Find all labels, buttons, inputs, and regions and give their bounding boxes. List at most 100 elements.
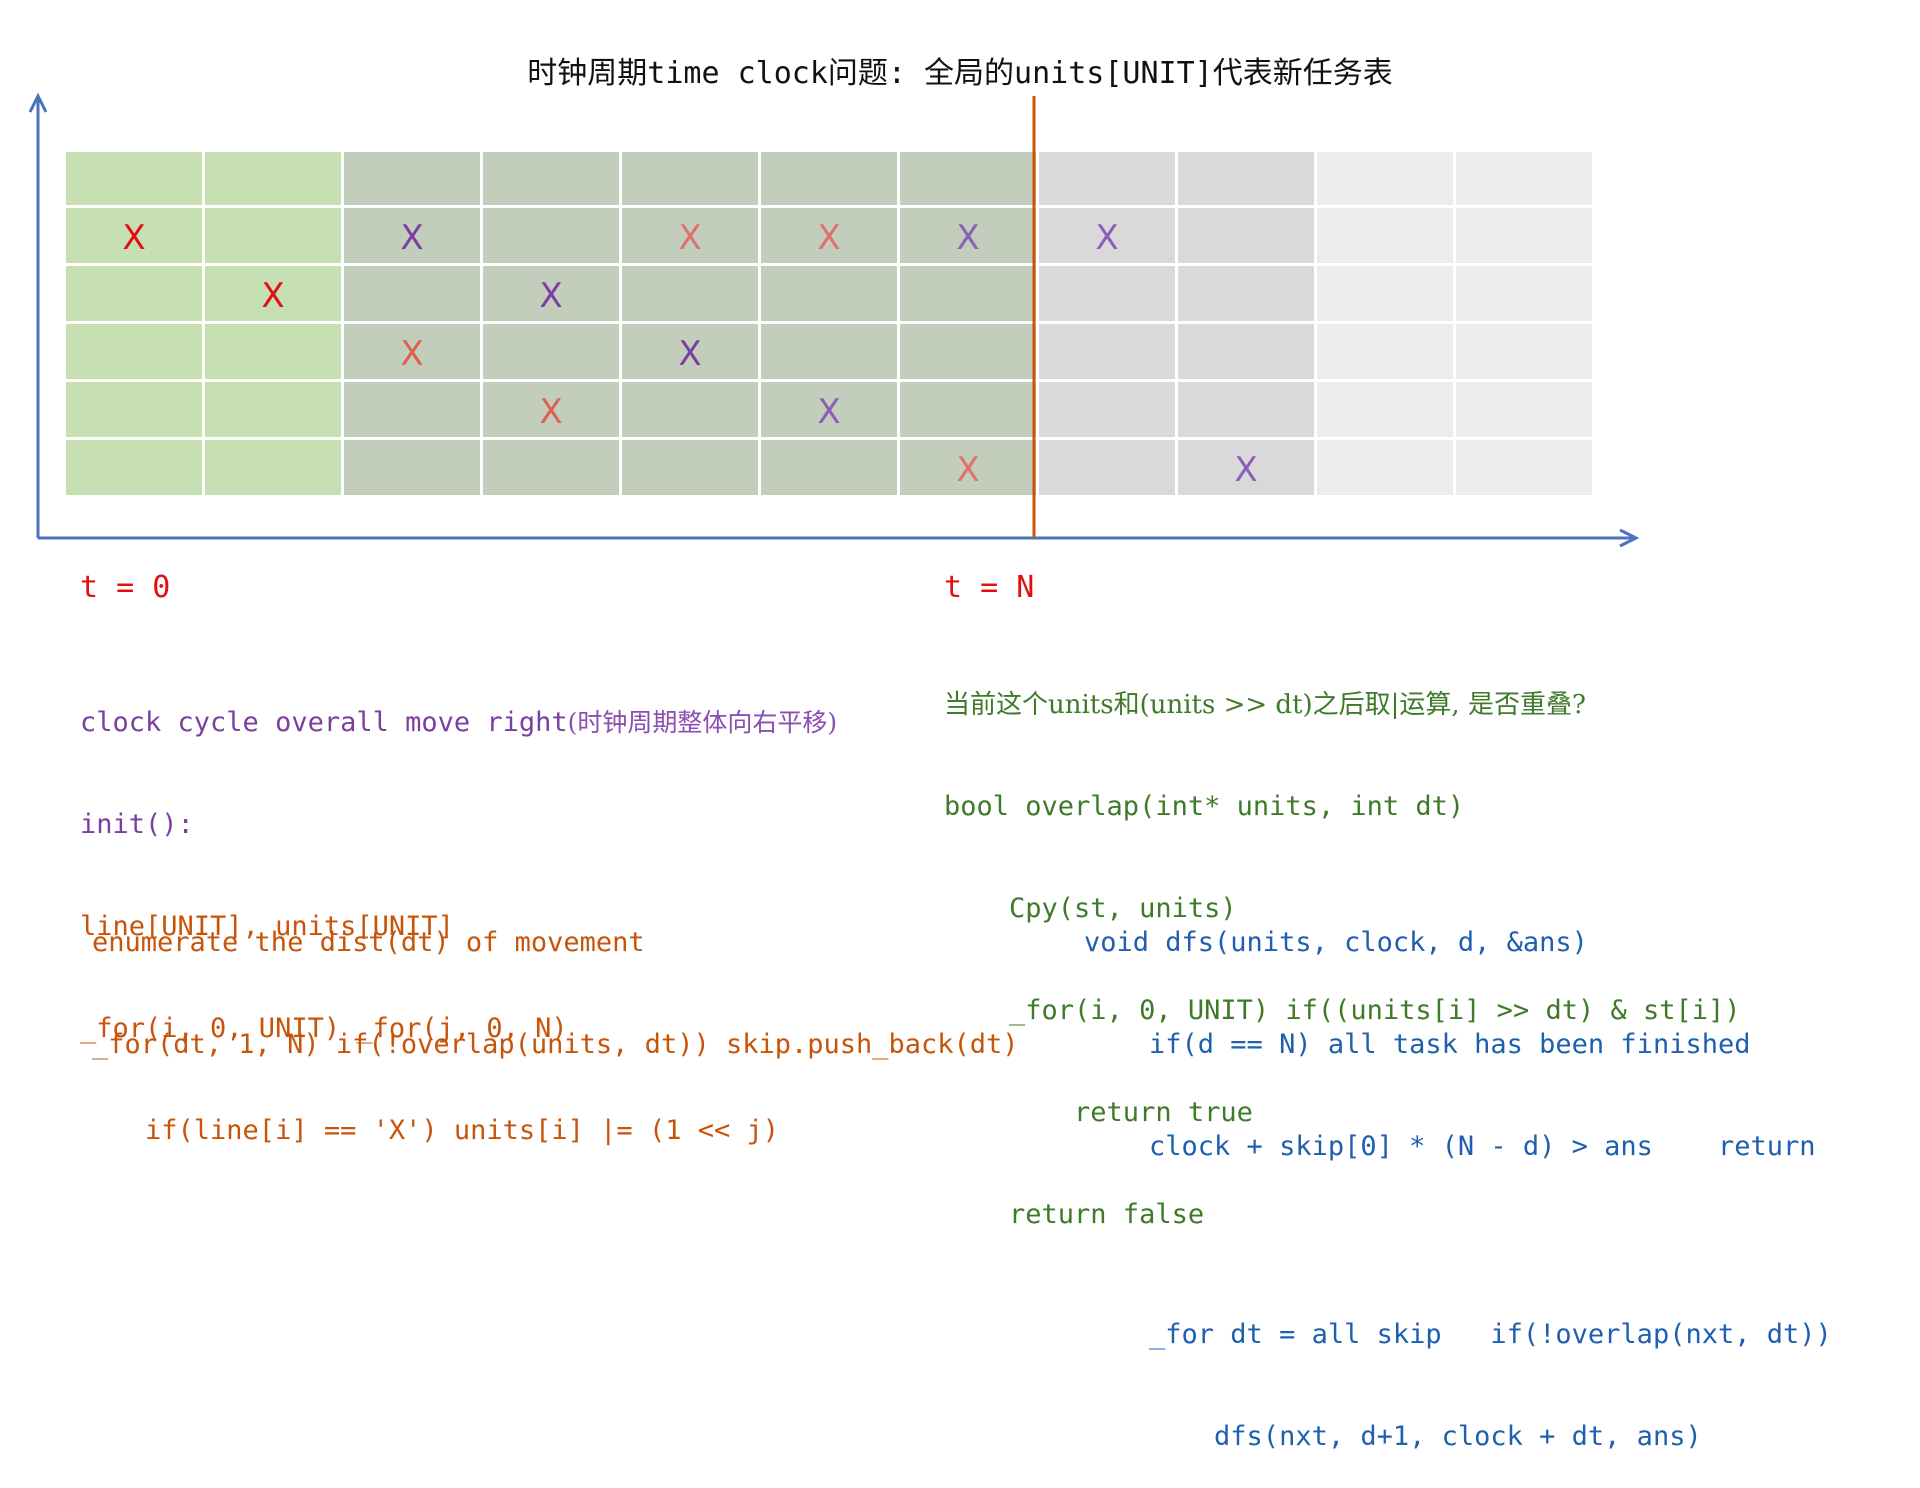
grid-cell [66, 324, 202, 379]
grid-cell [344, 382, 480, 437]
grid-cell [900, 324, 1036, 379]
grid-cell [66, 382, 202, 437]
grid-header-cell [761, 152, 897, 205]
grid-cell [1178, 266, 1314, 321]
grid-cell [1456, 324, 1592, 379]
x-mark: X [1234, 450, 1257, 490]
enumerate-code-block: enumerate the dist(dt) of movement _for(… [92, 858, 1019, 1096]
x-mark: X [1095, 218, 1118, 258]
grid-header-cell [622, 152, 758, 205]
grid-cell [1317, 208, 1453, 263]
grid-cell [1178, 440, 1314, 495]
grid-cell [622, 440, 758, 495]
grid-cell [622, 324, 758, 379]
grid-header-cell [1456, 152, 1592, 205]
grid-cell [483, 208, 619, 263]
x-mark: X [539, 276, 562, 316]
grid-cell [1039, 440, 1175, 495]
x-mark: X [956, 218, 979, 258]
code-line: enumerate the dist(dt) of movement [92, 927, 645, 958]
grid-header-cell [1178, 152, 1314, 205]
grid-cell [622, 382, 758, 437]
diagram-title: 时钟周期time clock问题: 全局的units[UNIT]代表新任务表 [527, 56, 1393, 91]
timeline-grid: X X X X X X X X X X X X X X [28, 92, 1640, 548]
code-line: _for(i, 0, UNIT) if((units[i] >> dt) & s… [944, 995, 1741, 1026]
grid-header-cell [483, 152, 619, 205]
grid-cell [761, 382, 897, 437]
grid-header-cell [1039, 152, 1175, 205]
grid-cell [66, 440, 202, 495]
grid-cell [1456, 266, 1592, 321]
code-line: bool overlap(int* units, int dt) [944, 791, 1465, 822]
grid-cell [1317, 266, 1453, 321]
grid-cell [761, 208, 897, 263]
x-mark: X [400, 218, 423, 258]
code-line: 当前这个units和(units >> dt)之后取|运算, 是否重叠? [944, 690, 1586, 720]
grid-cell [900, 382, 1036, 437]
code-line: clock cycle overall move right(时钟周期整体向右平… [80, 707, 838, 738]
x-mark: X [678, 218, 701, 258]
grid-cell [1317, 440, 1453, 495]
y-axis-arrowhead [28, 92, 48, 113]
code-line: if(line[i] == 'X') units[i] |= (1 << j) [80, 1115, 779, 1146]
grid-cell [1178, 324, 1314, 379]
grid-header-cell [1317, 152, 1453, 205]
grid-cell [483, 382, 619, 437]
grid-cell [900, 266, 1036, 321]
grid-cell [900, 440, 1036, 495]
code-line: Cpy(st, units) [944, 893, 1237, 924]
x-mark: X [400, 334, 423, 374]
grid-cells [66, 152, 1592, 495]
grid-header-cell [344, 152, 480, 205]
x-mark: X [261, 276, 284, 316]
grid-cell [344, 324, 480, 379]
code-line: _for(i, 0, UNIT) _for(j, 0, N) [80, 1013, 568, 1044]
code-line: _for dt = all skip if(!overlap(nxt, dt)) [1084, 1319, 1832, 1350]
grid-header-cell [205, 152, 341, 205]
grid-cell [1456, 440, 1592, 495]
x-mark: X [678, 334, 701, 374]
grid-cell [1039, 382, 1175, 437]
grid-cell [205, 266, 341, 321]
grid-cell [1039, 208, 1175, 263]
grid-cell [1317, 324, 1453, 379]
grid-header-cell [900, 152, 1036, 205]
x-axis-arrowhead [1619, 528, 1640, 548]
grid-cell [205, 208, 341, 263]
code-line: _for(dt, 1, N) if(!overlap(units, dt)) s… [92, 1029, 1019, 1060]
grid-cell [761, 266, 897, 321]
grid-header-cell [66, 152, 202, 205]
grid-cell [622, 266, 758, 321]
grid-cell [1317, 382, 1453, 437]
grid-cell [1178, 382, 1314, 437]
x-mark: X [956, 450, 979, 490]
t-zero-label: t = 0 [80, 570, 171, 605]
grid-cell [1456, 208, 1592, 263]
t-n-label: t = N [944, 570, 1035, 605]
grid-cell [344, 440, 480, 495]
x-mark: X [817, 392, 840, 432]
grid-cell [66, 208, 202, 263]
code-line: line[UNIT], units[UNIT] [80, 911, 454, 942]
grid-cell [205, 324, 341, 379]
grid-cell [761, 324, 897, 379]
code-line: if(d == N) all task has been finished [1084, 1029, 1751, 1060]
grid-cell [483, 266, 619, 321]
x-mark: X [539, 392, 562, 432]
x-mark: X [122, 218, 145, 258]
grid-cell [205, 440, 341, 495]
grid-cell [66, 266, 202, 321]
code-line: clock + skip[0] * (N - d) > ans return [1084, 1131, 1816, 1162]
grid-cell [622, 208, 758, 263]
grid-cell [344, 208, 480, 263]
code-line [1084, 1232, 1832, 1250]
grid-cell [205, 382, 341, 437]
grid-cell [1178, 208, 1314, 263]
grid-marks: X X X X X X X X X X X X X X [122, 218, 1257, 490]
code-line: init(): [80, 809, 194, 840]
grid-cell [761, 440, 897, 495]
code-line: dfs(nxt, d+1, clock + dt, ans) [1084, 1421, 1702, 1452]
x-mark: X [817, 218, 840, 258]
dfs-code-block: void dfs(units, clock, d, &ans) if(d == … [1084, 858, 1832, 1488]
grid-cell [483, 440, 619, 495]
